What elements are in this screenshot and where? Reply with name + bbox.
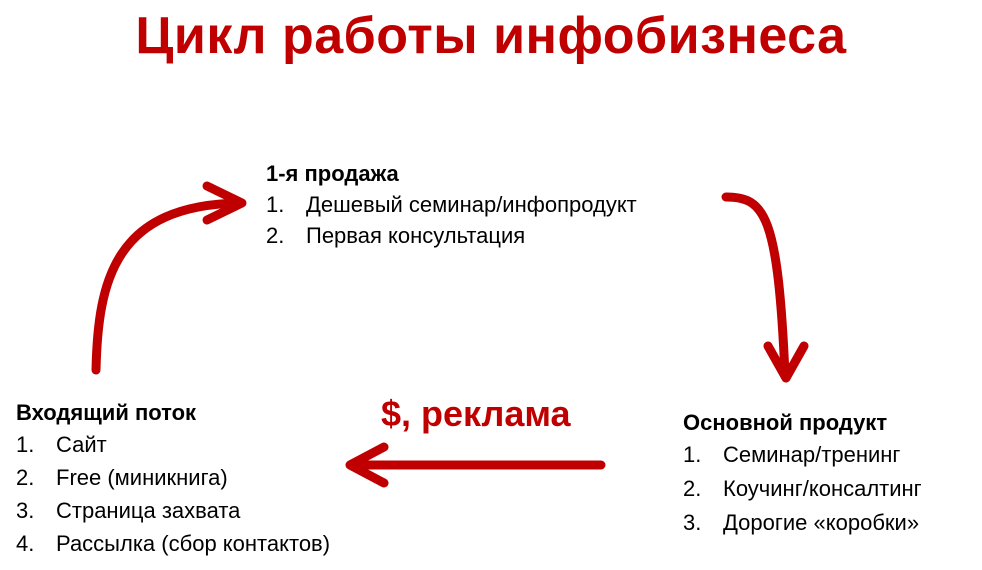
ads-label: $, реклама — [381, 393, 571, 434]
list-item: 2.Коучинг/консалтинг — [683, 476, 922, 501]
list-item: 1.Семинар/тренинг — [683, 442, 901, 467]
list-item: 3.Страница захвата — [16, 498, 241, 523]
main-product-block: Основной продукт 1.Семинар/тренинг 2.Коу… — [683, 407, 922, 540]
first-sale-heading: 1-я продажа — [266, 161, 399, 186]
list-item: 2.Первая консультация — [266, 223, 526, 248]
page-title: Цикл работы инфобизнеса — [135, 7, 847, 65]
arrowhead-incoming — [345, 442, 389, 488]
list-item: 4.Рассылка (сбор контактов) — [16, 531, 331, 556]
first-sale-block: 1-я продажа 1.Дешевый семинар/инфопродук… — [266, 158, 637, 251]
list-item: 1.Сайт — [16, 432, 107, 457]
list-item: 3.Дорогие «коробки» — [683, 510, 920, 535]
incoming-flow-heading: Входящий поток — [16, 400, 197, 425]
main-product-heading: Основной продукт — [683, 410, 888, 435]
incoming-flow-block: Входящий поток 1.Сайт 2.Free (миникнига)… — [16, 397, 330, 560]
arrowhead-main-product — [763, 341, 809, 383]
list-item: 1.Дешевый семинар/инфопродукт — [266, 192, 637, 217]
list-item: 2.Free (миникнига) — [16, 465, 228, 490]
arrow-incoming-to-first-sale — [91, 198, 245, 375]
arrowhead-first-sale — [202, 181, 247, 225]
arrow-first-sale-to-main — [721, 192, 790, 380]
